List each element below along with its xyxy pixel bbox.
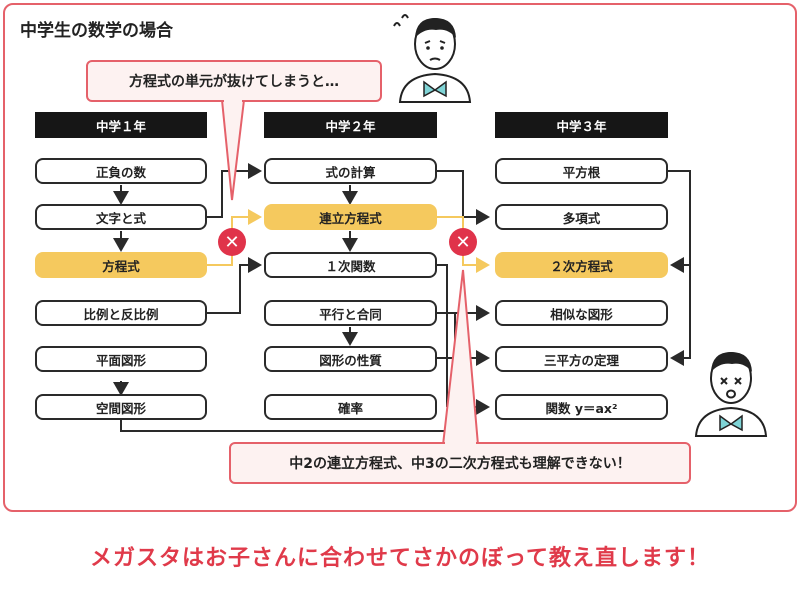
unit-box: 空間図形 — [35, 394, 207, 420]
diagram-title: 中学生の数学の場合 — [20, 21, 173, 41]
unit-box: 平行と合同 — [264, 300, 437, 326]
unit-box: 正負の数 — [35, 158, 207, 184]
dizzy-student-icon — [694, 352, 768, 437]
bottom-banner: メガスタはお子さんに合わせてさかのぼって教え直します！ — [90, 546, 710, 571]
unit-box: 三平方の定理 — [495, 346, 668, 372]
unit-box: 文字と式 — [35, 204, 207, 230]
header-grade1: 中学１年 — [35, 112, 207, 138]
unit-box: 平方根 — [495, 158, 668, 184]
unit-box: 関数 y＝ax² — [495, 394, 668, 420]
callout-top: 方程式の単元が抜けてしまうと… — [86, 60, 382, 102]
unit-box: 確率 — [264, 394, 437, 420]
unit-box: 平面図形 — [35, 346, 207, 372]
worried-student-icon — [393, 14, 472, 103]
unit-box: 図形の性質 — [264, 346, 437, 372]
unit-box-highlight: ２次方程式 — [495, 252, 668, 278]
unit-box-highlight: 連立方程式 — [264, 204, 437, 230]
unit-box: 式の計算 — [264, 158, 437, 184]
cross-mark-icon: ✕ — [218, 228, 246, 256]
cross-mark-icon: ✕ — [449, 228, 477, 256]
unit-box: 相似な図形 — [495, 300, 668, 326]
callout-bottom: 中2の連立方程式、中3の二次方程式も理解できない！ — [229, 442, 691, 484]
unit-box: 比例と反比例 — [35, 300, 207, 326]
header-grade2: 中学２年 — [264, 112, 437, 138]
unit-box-highlight: 方程式 — [35, 252, 207, 278]
header-grade3: 中学３年 — [495, 112, 668, 138]
unit-box: 多項式 — [495, 204, 668, 230]
unit-box: １次関数 — [264, 252, 437, 278]
